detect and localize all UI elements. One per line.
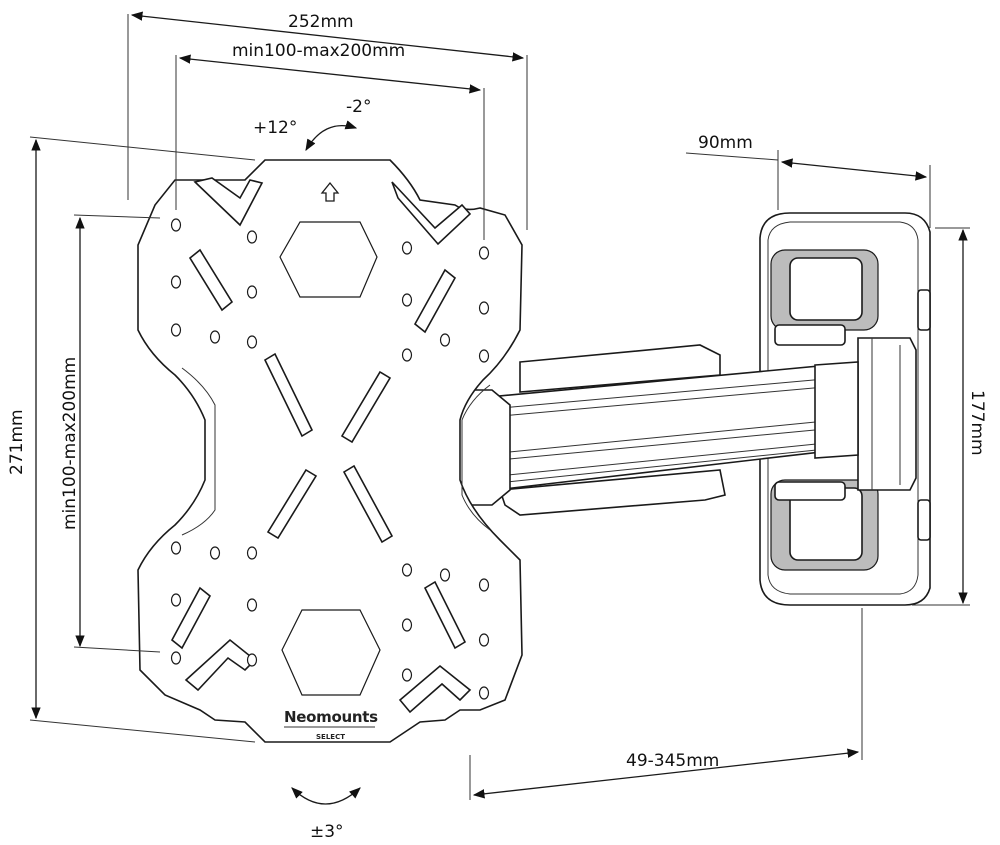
tilt-indicator: +12° -2° <box>253 97 371 152</box>
rotation-indicator: ±3° <box>291 787 361 842</box>
dimension-wall-plate-height: 177mm <box>912 227 987 606</box>
svg-text:252mm: 252mm <box>288 12 354 32</box>
extension-arm <box>439 344 859 516</box>
svg-text:min100-max200mm: min100-max200mm <box>60 357 80 530</box>
svg-text:min100-max200mm: min100-max200mm <box>232 41 405 61</box>
dimension-extension: 49-345mm <box>469 608 863 800</box>
mounting-holes <box>170 218 490 700</box>
curved-double-arrow-icon <box>305 120 358 152</box>
dimension-vesa-vertical: min100-max200mm <box>60 214 161 653</box>
up-arrow-icon <box>320 181 340 202</box>
svg-text:177mm: 177mm <box>967 390 987 456</box>
dimension-wall-plate-depth: 90mm <box>685 133 931 228</box>
svg-text:271mm: 271mm <box>7 409 27 475</box>
svg-text:49-345mm: 49-345mm <box>626 751 719 771</box>
dimension-overall-height: 271mm <box>7 136 256 743</box>
brand-sub: SELECT <box>316 733 345 741</box>
svg-text:+12°: +12° <box>253 118 297 138</box>
wall-plate <box>759 212 931 606</box>
brand-name: Neomounts <box>284 708 378 726</box>
dimension-overall-width: 252mm <box>127 11 528 230</box>
svg-text:±3°: ±3° <box>310 822 344 842</box>
vesa-plate: Neomounts SELECT <box>137 159 523 743</box>
svg-text:90mm: 90mm <box>698 133 753 153</box>
svg-text:-2°: -2° <box>346 97 371 117</box>
curved-double-arrow-icon <box>291 787 361 805</box>
dimension-vesa-horizontal: min100-max200mm <box>175 41 485 240</box>
